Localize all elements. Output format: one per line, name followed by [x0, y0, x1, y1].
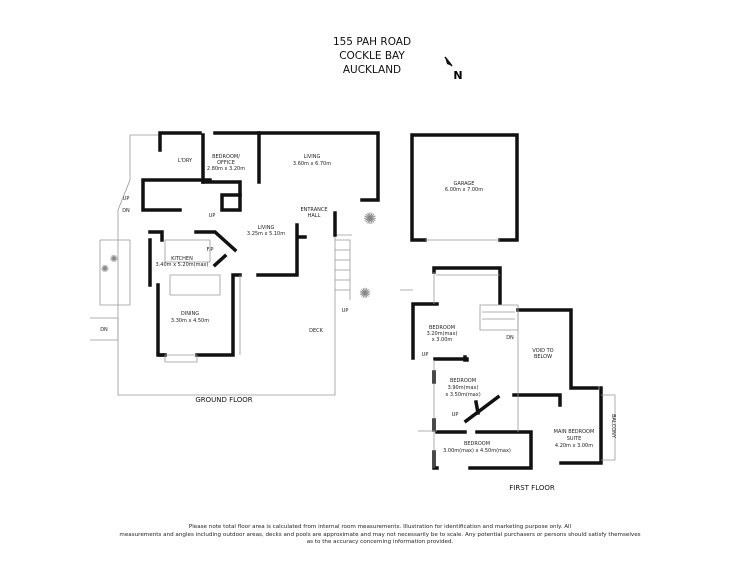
room-bedroom-3: BEDROOM	[464, 441, 490, 447]
room-garage-dims: 6.00m x 7.00m	[445, 187, 483, 193]
svg-text:✺: ✺	[101, 264, 109, 275]
room-kitchen-dims: 3.40m x 5.20m(max)	[156, 262, 209, 268]
room-living-2: LIVING	[258, 225, 275, 231]
first-floor-plan	[400, 266, 616, 470]
north-label: N	[453, 69, 462, 82]
address-line-3: AUCKLAND	[343, 64, 401, 76]
disclaimer-line: measurements and angles including outdoo…	[119, 531, 641, 538]
stair-up-label: UP	[422, 352, 429, 358]
stair-down-label: DN	[122, 208, 130, 214]
room-void: VOID TO	[532, 348, 553, 354]
palm-plant-icon: ✺ ✺ ✺ ✺	[101, 209, 377, 302]
room-main-bedroom: MAIN BEDROOM	[554, 429, 595, 435]
room-living-1-dims: 3.60m x 6.70m	[293, 161, 331, 167]
room-dining: DINING	[181, 311, 199, 317]
room-dining-dims: 3.30m x 4.50m	[171, 318, 209, 324]
disclaimer: Please note total floor area is calculat…	[119, 524, 640, 547]
room-main-bedroom-dims: 4.20m x 3.00m	[555, 443, 593, 449]
room-void-2: BELOW	[534, 354, 552, 360]
svg-text:✺: ✺	[359, 286, 371, 302]
room-kitchen: KITCHEN	[171, 256, 193, 262]
room-balcony: BALCONY	[610, 414, 616, 439]
room-bedroom-2-dims: 3.90m(max)	[448, 385, 479, 391]
room-bedroom-office-2: OFFICE	[217, 160, 235, 166]
stair-down-label: DN	[506, 335, 514, 341]
stair-down-label: DN	[100, 327, 108, 333]
first-floor-label: FIRST FLOOR	[509, 484, 555, 492]
stair-up-label: UP	[123, 196, 130, 202]
room-bedroom-2: BEDROOM	[450, 378, 476, 384]
room-main-bedroom-2: SUITE	[567, 436, 582, 442]
room-bedroom-1-dims: 3.20m(max)	[427, 331, 458, 337]
svg-text:✺: ✺	[363, 209, 376, 228]
stair-up-label: UP	[342, 308, 349, 314]
fireplace-label: F.P	[207, 247, 214, 253]
address-line-1: 155 PAH ROAD	[333, 36, 411, 48]
room-living-2-dims: 3.25m x 5.10m	[247, 231, 285, 237]
stair-up-label: UP	[209, 213, 216, 219]
room-living-1: LIVING	[304, 154, 321, 160]
room-bedroom-office-dims: 2.80m x 3.20m	[207, 166, 245, 172]
garage-plan	[410, 133, 519, 242]
address-line-2: COCKLE BAY	[339, 50, 405, 62]
room-entrance-hall-2: HALL	[308, 213, 321, 219]
svg-text:✺: ✺	[110, 254, 118, 265]
room-bedroom-2-dims-2: x 3.50m(max)	[445, 392, 480, 398]
stair-up-label: UP	[452, 412, 459, 418]
room-bedroom-office: BEDROOM/	[212, 154, 240, 160]
room-entrance-hall: ENTRANCE	[300, 207, 327, 213]
ground-floor-label: GROUND FLOOR	[195, 396, 252, 404]
ground-floor-plan	[90, 131, 380, 396]
disclaimer-line: Please note total floor area is calculat…	[188, 524, 572, 530]
disclaimer-line: as to the accuracy concerning informatio…	[306, 539, 454, 546]
room-bedroom-1-dims-2: x 3.00m	[432, 337, 453, 343]
room-deck: DECK	[309, 328, 324, 334]
north-arrow-icon	[444, 56, 453, 67]
room-garage: GARAGE	[454, 181, 475, 187]
room-laundry: L'DRY	[178, 158, 193, 164]
room-bedroom-1: BEDROOM	[429, 325, 455, 331]
room-bedroom-3-dims: 3.00m(max) x 4.50m(max)	[443, 448, 511, 454]
